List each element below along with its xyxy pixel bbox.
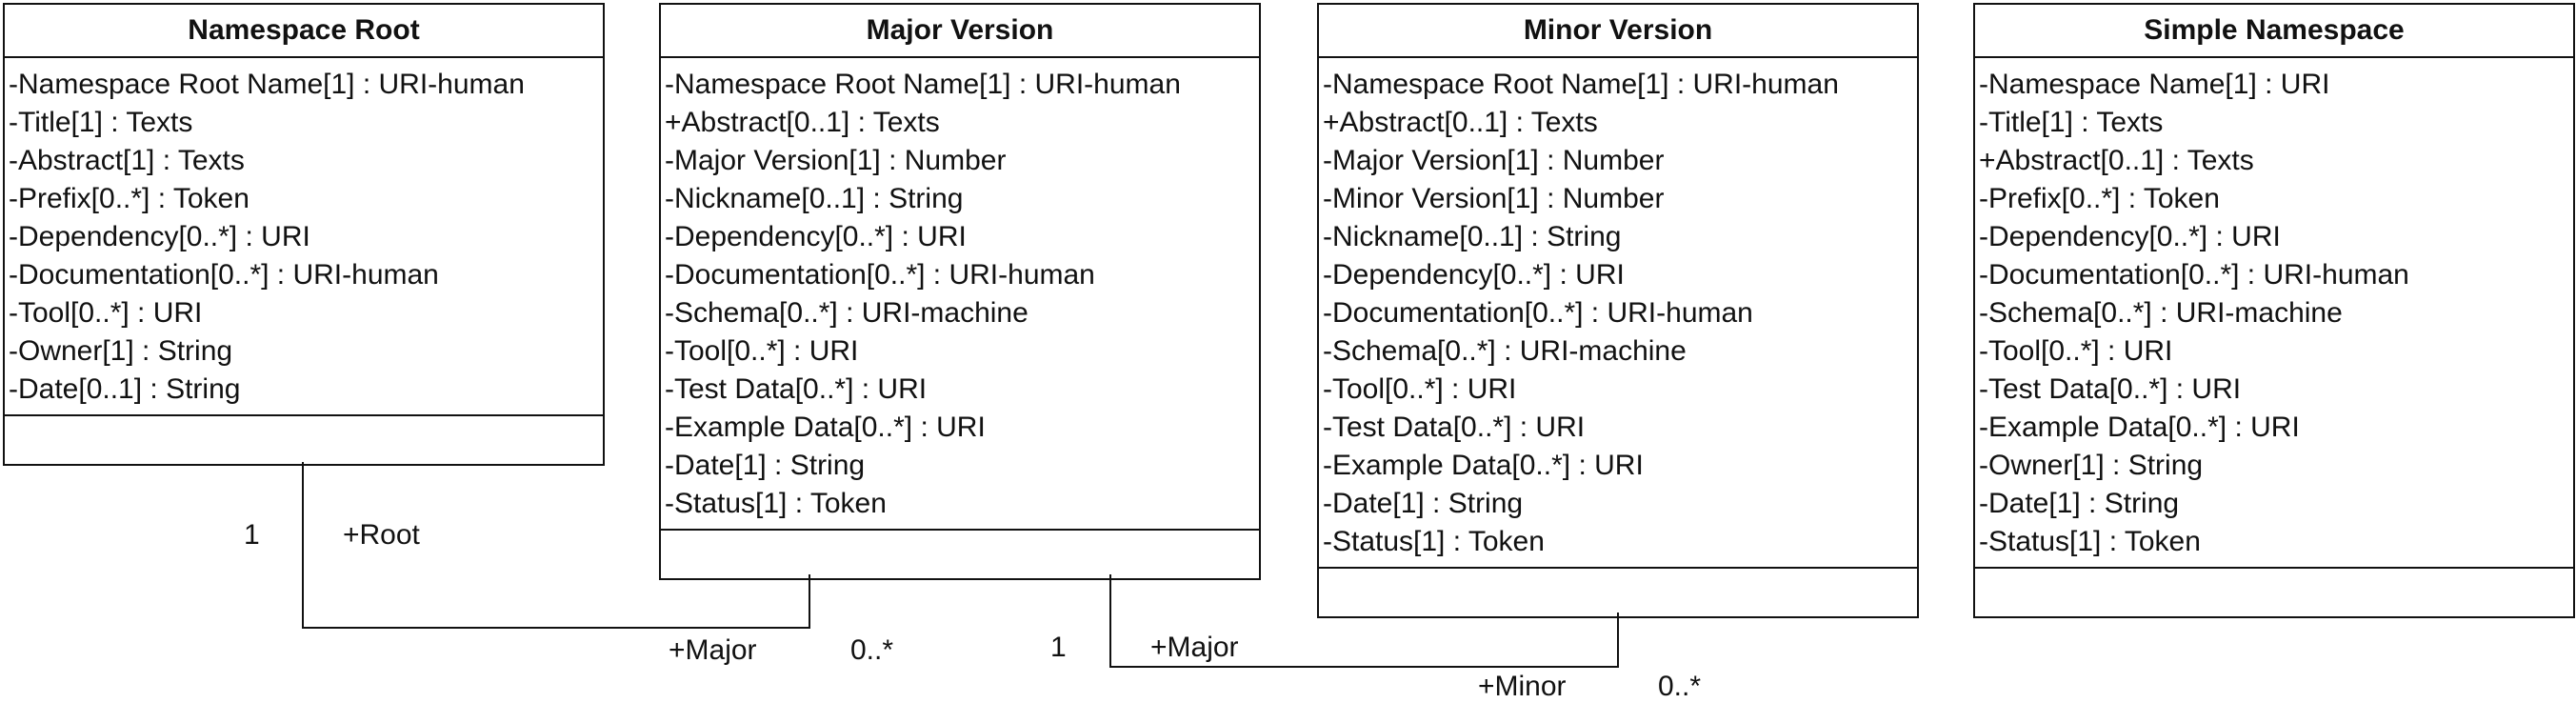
attribute: -Documentation[0..*] : URI-human xyxy=(1979,259,2409,291)
association-major-minor-target-role: +Minor xyxy=(1478,671,1567,702)
attribute: -Tool[0..*] : URI xyxy=(665,335,859,367)
association-major-minor xyxy=(1109,574,1619,668)
attribute-list: -Namespace Name[1] : URI -Title[1] : Tex… xyxy=(1975,58,2573,569)
attribute: -Prefix[0..*] : Token xyxy=(9,183,250,214)
attribute: -Status[1] : Token xyxy=(1979,526,2201,557)
attribute: -Date[1] : String xyxy=(665,450,866,481)
attribute: -Dependency[0..*] : URI xyxy=(665,221,967,252)
attribute: -Dependency[0..*] : URI xyxy=(9,221,310,252)
attribute: -Schema[0..*] : URI-machine xyxy=(1323,335,1687,367)
attribute: -Namespace Root Name[1] : URI-human xyxy=(665,69,1181,100)
attribute-list: -Namespace Root Name[1] : URI-human -Tit… xyxy=(5,58,603,416)
attribute: -Namespace Root Name[1] : URI-human xyxy=(1323,69,1839,100)
attribute: -Documentation[0..*] : URI-human xyxy=(9,259,439,291)
attribute: -Documentation[0..*] : URI-human xyxy=(1323,297,1753,329)
attribute: -Title[1] : Texts xyxy=(9,107,193,138)
attribute: -Status[1] : Token xyxy=(665,488,887,519)
attribute: -Example Data[0..*] : URI xyxy=(665,412,986,443)
class-title: Simple Namespace xyxy=(1975,5,2573,58)
class-namespace-root: Namespace Root -Namespace Root Name[1] :… xyxy=(3,3,605,466)
attribute: -Tool[0..*] : URI xyxy=(9,297,203,329)
attribute: -Minor Version[1] : Number xyxy=(1323,183,1665,214)
attribute: +Abstract[0..1] : Texts xyxy=(665,107,940,138)
attribute: -Abstract[1] : Texts xyxy=(9,145,245,176)
attribute: -Namespace Name[1] : URI xyxy=(1979,69,2330,100)
attribute: -Status[1] : Token xyxy=(1323,526,1545,557)
attribute-list: -Namespace Root Name[1] : URI-human +Abs… xyxy=(661,58,1259,531)
association-root-major-source-multiplicity: 1 xyxy=(244,519,260,551)
attribute: -Major Version[1] : Number xyxy=(665,145,1007,176)
association-major-minor-target-multiplicity: 0..* xyxy=(1658,671,1702,702)
attribute: -Example Data[0..*] : URI xyxy=(1979,412,2300,443)
attribute: -Prefix[0..*] : Token xyxy=(1979,183,2220,214)
association-root-major-target-role: +Major xyxy=(669,634,757,666)
attribute: -Test Data[0..*] : URI xyxy=(1979,373,2242,405)
attribute: -Date[1] : String xyxy=(1979,488,2180,519)
attribute: -Test Data[0..*] : URI xyxy=(1323,412,1586,443)
attribute: -Nickname[0..1] : String xyxy=(665,183,964,214)
attribute: -Date[1] : String xyxy=(1323,488,1524,519)
attribute: -Namespace Root Name[1] : URI-human xyxy=(9,69,525,100)
attribute: -Documentation[0..*] : URI-human xyxy=(665,259,1095,291)
attribute: -Tool[0..*] : URI xyxy=(1979,335,2173,367)
class-major-version: Major Version -Namespace Root Name[1] : … xyxy=(659,3,1261,580)
class-title: Namespace Root xyxy=(5,5,603,58)
attribute: +Abstract[0..1] : Texts xyxy=(1979,145,2254,176)
class-simple-namespace: Simple Namespace -Namespace Name[1] : UR… xyxy=(1973,3,2575,618)
attribute: -Nickname[0..1] : String xyxy=(1323,221,1622,252)
association-major-minor-source-role: +Major xyxy=(1150,632,1239,663)
class-title: Major Version xyxy=(661,5,1259,58)
association-root-major xyxy=(302,462,810,629)
attribute: -Schema[0..*] : URI-machine xyxy=(1979,297,2343,329)
attribute: -Schema[0..*] : URI-machine xyxy=(665,297,1028,329)
attribute: -Title[1] : Texts xyxy=(1979,107,2164,138)
attribute: -Test Data[0..*] : URI xyxy=(665,373,928,405)
attribute: +Abstract[0..1] : Texts xyxy=(1323,107,1598,138)
attribute: -Owner[1] : String xyxy=(9,335,233,367)
class-minor-version: Minor Version -Namespace Root Name[1] : … xyxy=(1317,3,1919,618)
association-root-major-source-role: +Root xyxy=(343,519,420,551)
association-major-minor-source-multiplicity: 1 xyxy=(1050,632,1067,663)
class-title: Minor Version xyxy=(1319,5,1917,58)
attribute: -Tool[0..*] : URI xyxy=(1323,373,1517,405)
attribute: -Dependency[0..*] : URI xyxy=(1323,259,1625,291)
attribute: -Major Version[1] : Number xyxy=(1323,145,1665,176)
attribute: -Owner[1] : String xyxy=(1979,450,2204,481)
attribute: -Dependency[0..*] : URI xyxy=(1979,221,2281,252)
attribute: -Example Data[0..*] : URI xyxy=(1323,450,1644,481)
attribute: -Date[0..1] : String xyxy=(9,373,241,405)
attribute-list: -Namespace Root Name[1] : URI-human +Abs… xyxy=(1319,58,1917,569)
association-root-major-target-multiplicity: 0..* xyxy=(850,634,894,666)
